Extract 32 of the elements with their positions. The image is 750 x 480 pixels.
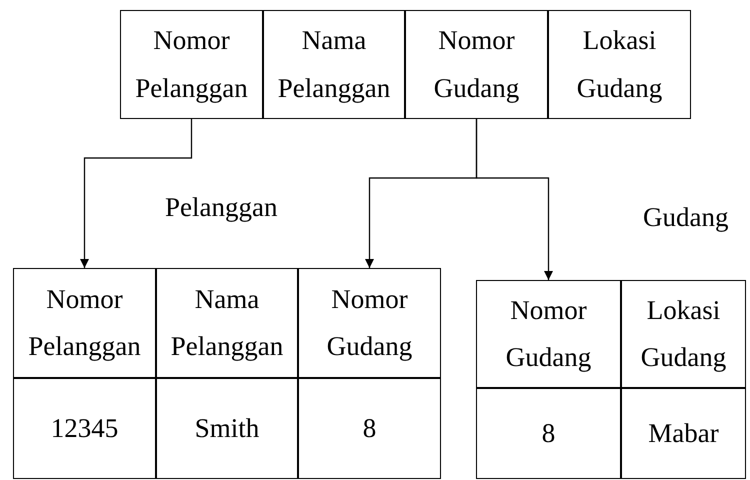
cell-text: 12345 [50,412,118,445]
header-cell [156,268,298,378]
data-cell [621,388,746,479]
data-cell [476,388,621,479]
data-cell [156,378,298,479]
data-cell [298,378,441,479]
cell-text: Nama Pelanggan [170,282,284,363]
cell-text: Nomor Pelanggan [134,24,249,105]
table-name: Pelanggan [165,192,278,223]
cell-text: Nomor Gudang [504,294,592,374]
table-frame [476,280,746,479]
header-cell [405,10,548,119]
cell-text: Mabar [648,416,719,450]
cell-text: Nomor Pelanggan [27,282,142,363]
header-cell [476,280,621,388]
cell-text: Nomor Gudang [326,282,414,363]
header-cell [263,10,405,119]
table-frame [13,268,441,479]
cell-text: 8 [362,412,376,445]
arrow [80,119,192,268]
table-name: Gudang [643,202,728,233]
cell-text: Lokasi Gudang [640,294,728,374]
cell-text: Nomor Gudang [432,24,520,105]
cell-text: 8 [542,416,556,450]
data-cell [13,378,156,479]
cell-text: Nama Pelanggan [276,24,392,105]
header-cell [621,280,746,388]
cell-text: Lokasi Gudang [576,24,664,105]
header-cell [13,268,156,378]
header-cell [298,268,441,378]
arrow [476,119,553,280]
cell-text: Smith [194,412,260,445]
